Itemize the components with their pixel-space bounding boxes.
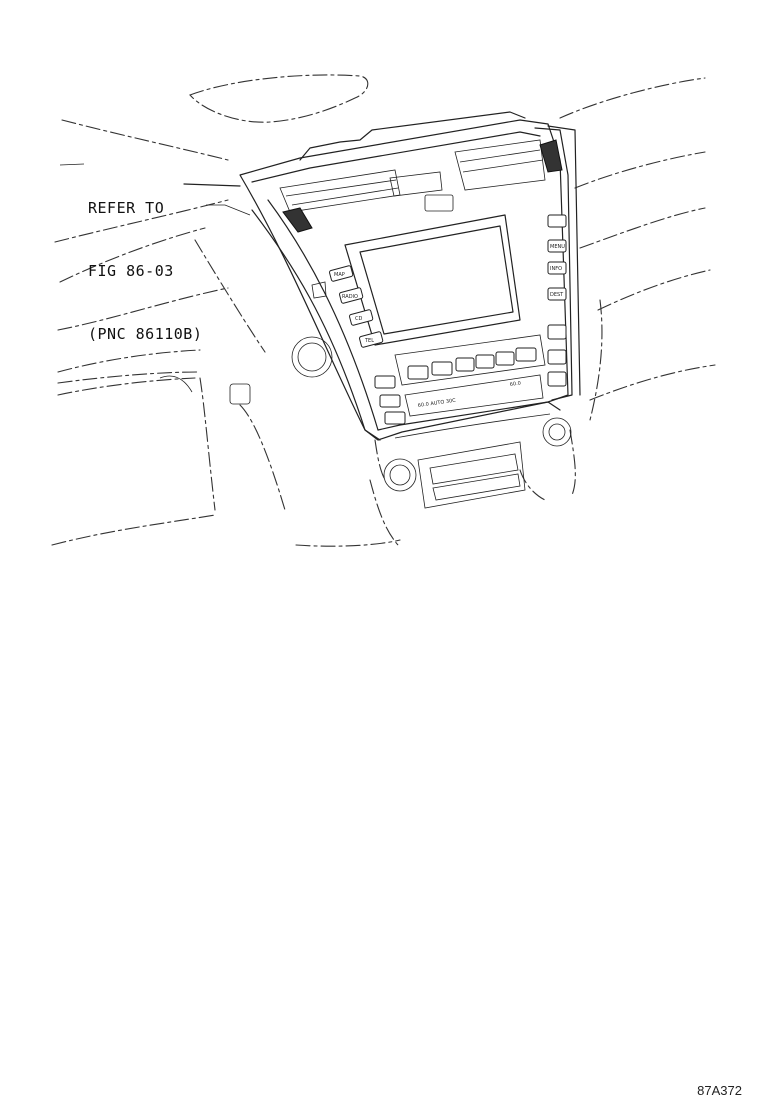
right-button-label-2: DEST: [550, 292, 564, 298]
right-button-label-0: MENU: [550, 244, 565, 250]
left-button-label-2: CD: [355, 316, 362, 322]
right-button-label-1: INFO: [550, 266, 562, 272]
figure-code: 87A372: [697, 1083, 742, 1098]
callout-line-2: FIG 86-03: [88, 262, 174, 280]
left-button-label-1: RADIO: [342, 294, 358, 300]
left-button-label-0: MAP: [334, 272, 345, 278]
left-dash-details: [159, 336, 333, 405]
dashboard-outline: [51, 74, 716, 547]
climate-right-readout: 60.0: [509, 380, 521, 387]
callout-leader-line: [183, 183, 241, 187]
climate-readout: 60.0 AUTO 30C: [417, 398, 456, 409]
right-button-column: MENU INFO DEST: [534, 125, 581, 401]
callout-line-1: REFER TO: [88, 199, 165, 217]
callout-leader-tick: [59, 163, 85, 166]
left-button-label-3: TEL: [364, 338, 374, 344]
left-button-column: MAP RADIO CD TEL: [251, 199, 406, 441]
callout-line-3: (PNC 86110B): [88, 325, 203, 343]
callout-bracket-line: [206, 204, 251, 216]
lower-console: [374, 417, 572, 509]
refer-to-callout: REFER TO FIG 86-03 (PNC 86110B): [88, 156, 202, 366]
center-panel: 60.0 AUTO 30C 60.0: [239, 111, 569, 441]
